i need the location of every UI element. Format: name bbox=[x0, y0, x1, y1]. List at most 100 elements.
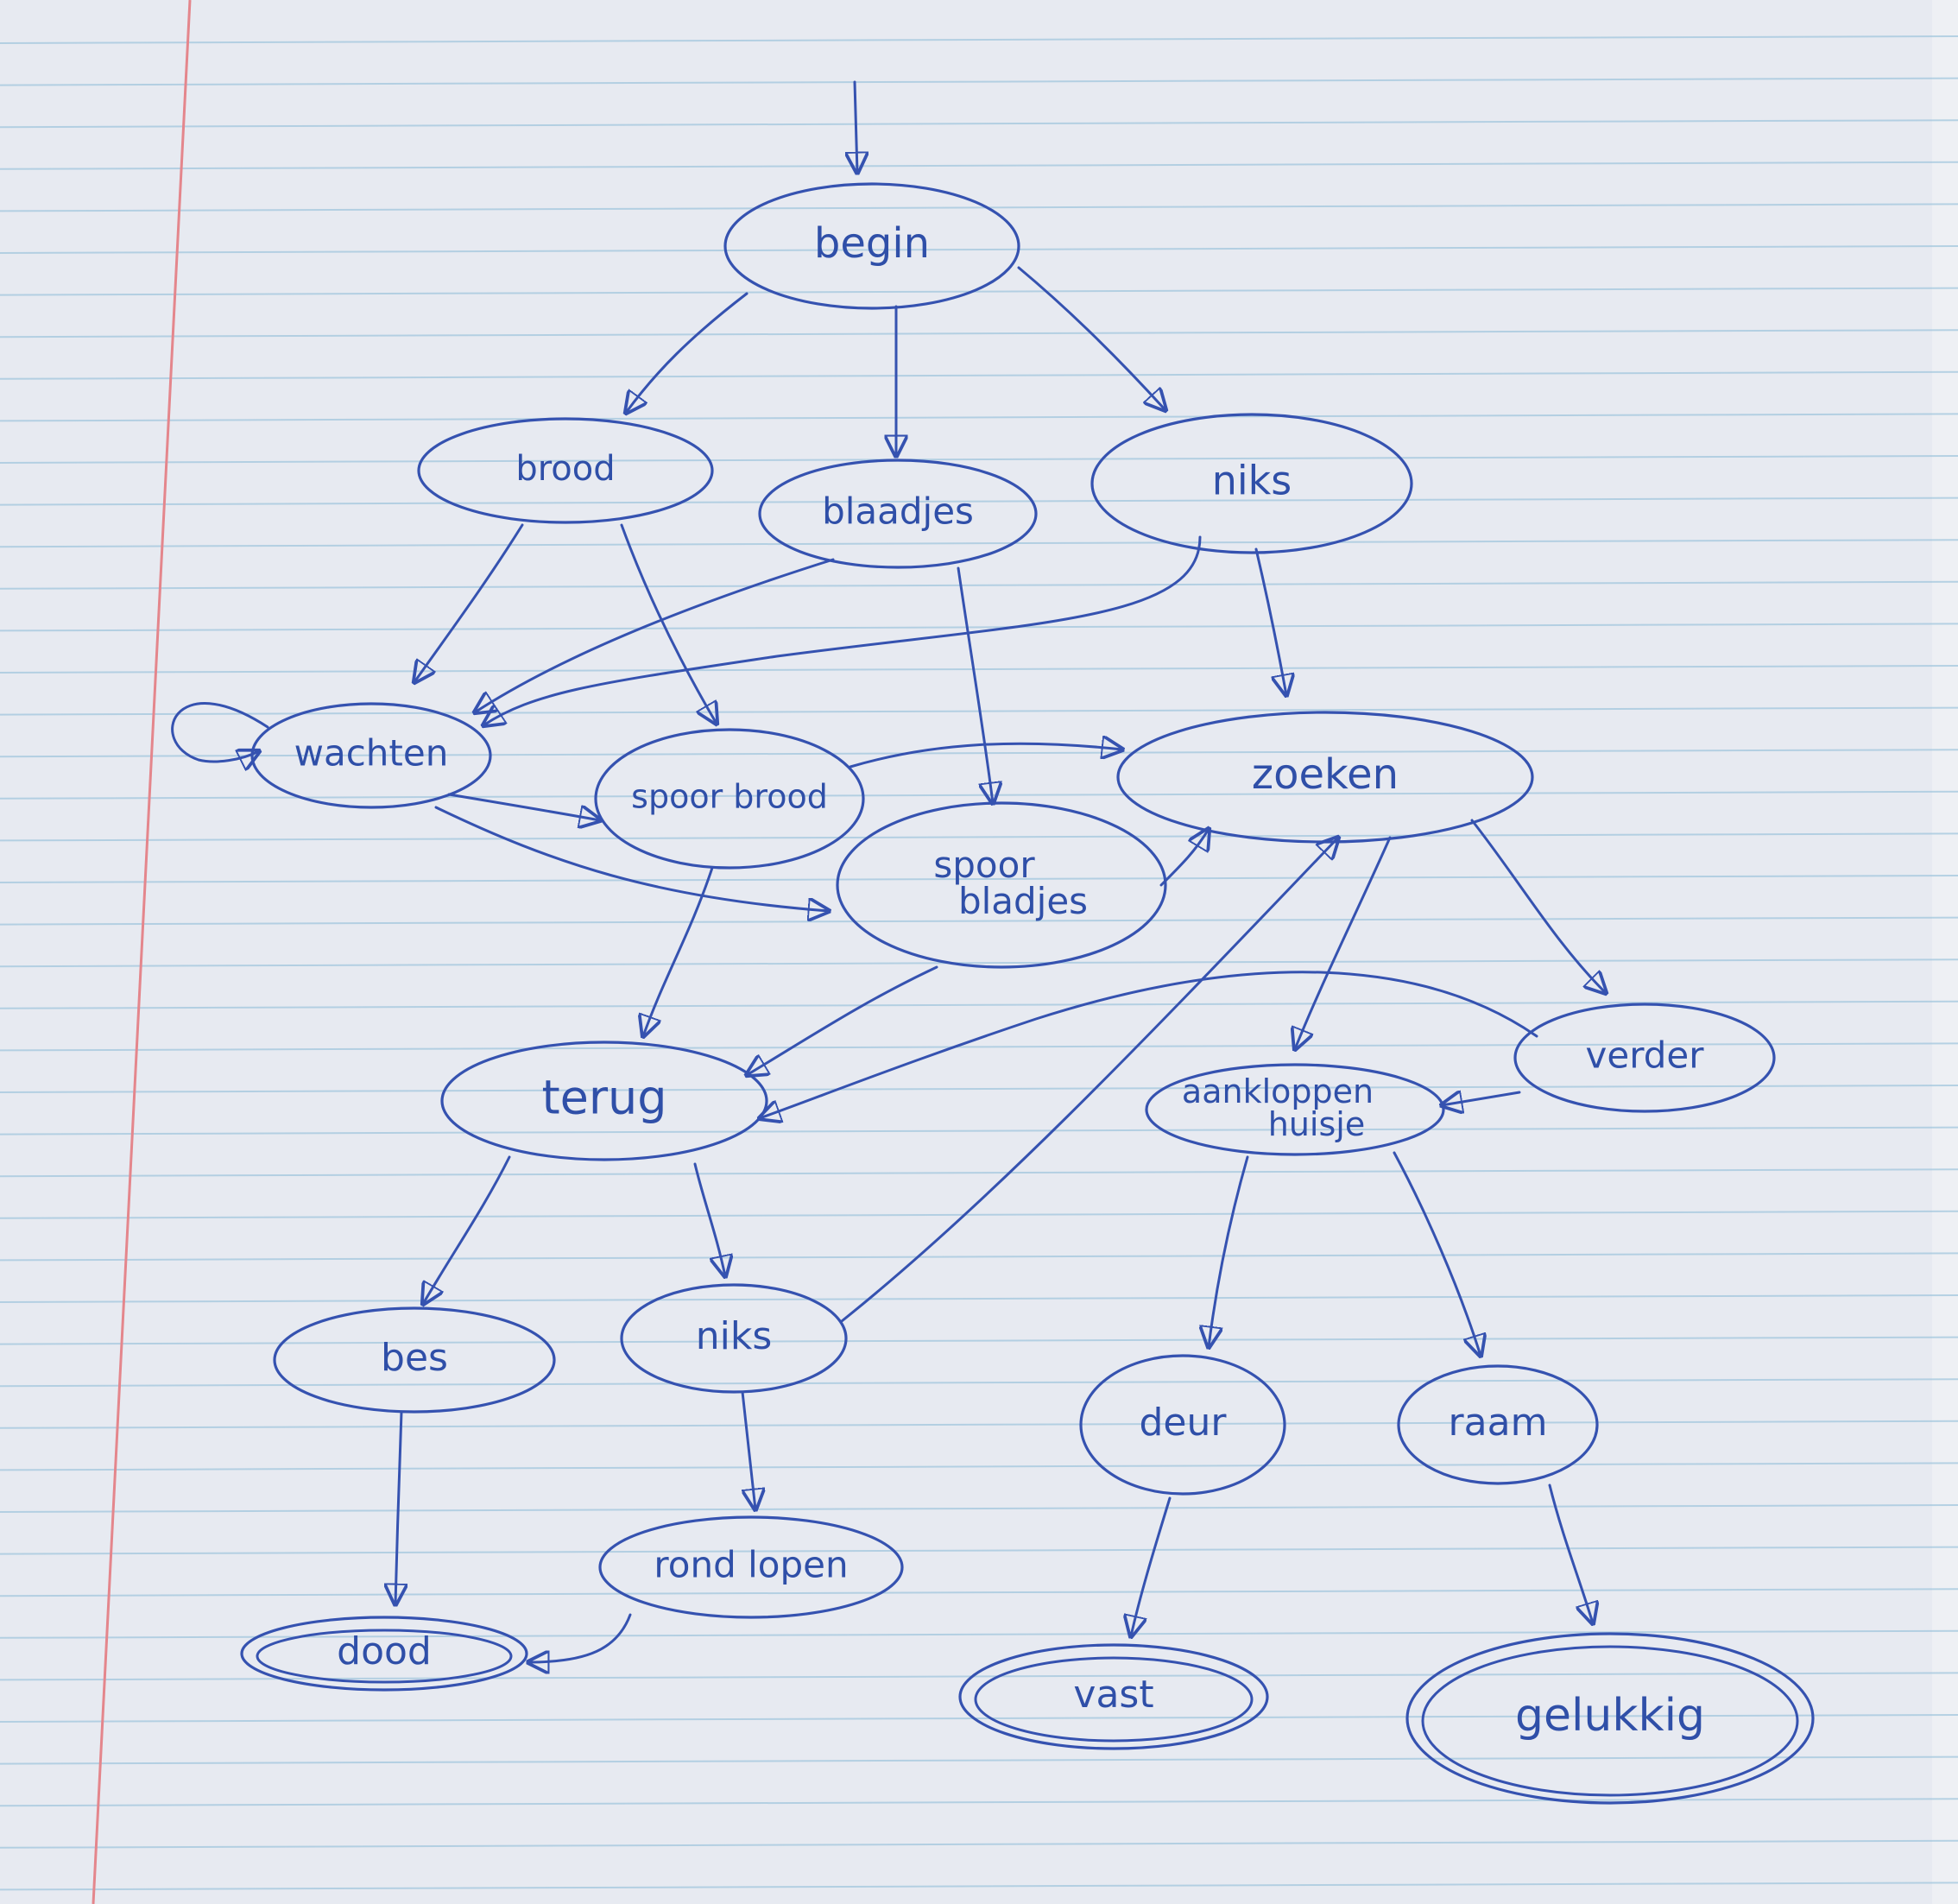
node-begin: begin bbox=[723, 182, 1020, 310]
edge-start-begin bbox=[855, 80, 857, 173]
ruled-line bbox=[0, 1504, 1958, 1513]
node-niks2: niks bbox=[620, 1283, 848, 1394]
edge-niks1-zoeken bbox=[1254, 547, 1286, 695]
ruled-line bbox=[0, 1168, 1958, 1178]
ruled-line bbox=[0, 958, 1958, 968]
node-blaadjes: blaadjes bbox=[758, 459, 1038, 569]
edge-zoeken-aankloppen bbox=[1295, 836, 1392, 1049]
edge-wachten-wachten bbox=[171, 702, 269, 762]
node-label: brood bbox=[515, 449, 615, 489]
node-zoeken: zoeken bbox=[1116, 711, 1534, 844]
node-brood: brood bbox=[417, 417, 714, 524]
ruled-line bbox=[0, 1546, 1958, 1555]
edge-terug-niks2 bbox=[693, 1162, 725, 1276]
node-dood: dood bbox=[240, 1616, 528, 1692]
edge-spoorbladjes-terug bbox=[747, 965, 938, 1075]
edge-verder-aankloppen bbox=[1442, 1092, 1521, 1105]
edge-brood-wachten bbox=[414, 523, 524, 682]
node-label: wachten bbox=[294, 732, 449, 775]
node-label: terug bbox=[541, 1071, 666, 1125]
final-state-ring bbox=[974, 1656, 1254, 1743]
ruled-line bbox=[0, 287, 1958, 296]
ruled-line bbox=[0, 455, 1958, 464]
edge-bes-dood bbox=[395, 1410, 401, 1604]
node-label: begin bbox=[814, 219, 930, 268]
ruled-line bbox=[0, 1336, 1958, 1345]
node-label: gelukkig bbox=[1515, 1690, 1705, 1742]
node-ellipse bbox=[1090, 413, 1413, 554]
ruled-line bbox=[0, 623, 1958, 632]
ruled-line bbox=[0, 1629, 1958, 1639]
node-ellipse bbox=[1116, 711, 1534, 844]
node-label: bes bbox=[381, 1336, 448, 1380]
node-label: dood bbox=[337, 1629, 432, 1673]
ruled-line bbox=[0, 1588, 1958, 1597]
ruled-line bbox=[0, 749, 1958, 758]
node-terug: terug bbox=[440, 1041, 768, 1161]
ruled-line bbox=[0, 1798, 1958, 1807]
ruled-lines bbox=[0, 35, 1958, 1891]
ruled-line bbox=[0, 916, 1958, 926]
node-ellipse bbox=[1405, 1632, 1815, 1805]
node-ellipse bbox=[273, 1306, 556, 1414]
node-deur: deur bbox=[1079, 1354, 1286, 1496]
node-gelukkig: gelukkig bbox=[1405, 1632, 1815, 1805]
node-ellipse bbox=[417, 417, 714, 524]
ruled-line bbox=[0, 1714, 1958, 1723]
ruled-line bbox=[0, 1462, 1958, 1471]
node-ellipse bbox=[620, 1283, 848, 1394]
node-ellipse bbox=[836, 801, 1167, 969]
ruled-line bbox=[0, 1000, 1958, 1009]
ruled-line bbox=[0, 1085, 1958, 1093]
edge-rondlopen-dood bbox=[528, 1613, 632, 1662]
edge-zoeken-verder bbox=[1470, 819, 1606, 993]
edge-wachten-spoorbladjes bbox=[434, 806, 829, 911]
node-label: verder bbox=[1586, 1034, 1705, 1077]
edge-niks2-zoeken bbox=[840, 838, 1338, 1323]
ruled-line bbox=[0, 832, 1958, 842]
node-verder: verder bbox=[1513, 1003, 1776, 1113]
ruled-line bbox=[0, 1755, 1958, 1765]
edge-niks1-wachten bbox=[483, 535, 1202, 725]
edge-verder-terug bbox=[760, 971, 1538, 1118]
ruled-line bbox=[0, 370, 1958, 380]
node-ellipse bbox=[598, 1515, 904, 1619]
node-ellipse bbox=[723, 182, 1020, 310]
node-ellipse bbox=[958, 1643, 1269, 1750]
node-label: vast bbox=[1073, 1673, 1153, 1717]
edge-blaadjes-spoorbladjes bbox=[957, 566, 993, 803]
node-label: niks bbox=[1212, 458, 1292, 504]
node-vast: vast bbox=[958, 1643, 1269, 1750]
ruled-line bbox=[0, 161, 1958, 170]
edge-brood-spoorbrood bbox=[620, 523, 717, 724]
node-ellipse bbox=[1513, 1003, 1776, 1113]
final-state-ring bbox=[256, 1629, 513, 1684]
node-raam: raam bbox=[1397, 1364, 1599, 1485]
edge-deur-vast bbox=[1131, 1496, 1172, 1636]
ruled-line bbox=[0, 875, 1958, 883]
ruled-line bbox=[0, 497, 1958, 506]
ruled-line bbox=[0, 1294, 1958, 1303]
node-ellipse bbox=[758, 459, 1038, 569]
ruled-line bbox=[0, 665, 1958, 674]
ruled-line bbox=[0, 245, 1958, 254]
node-label: zoeken bbox=[1252, 750, 1399, 799]
ruled-line bbox=[0, 1126, 1958, 1135]
diagram-edges bbox=[171, 80, 1606, 1662]
node-label: niks bbox=[696, 1314, 773, 1358]
edge-begin-niks1 bbox=[1017, 266, 1165, 410]
node-niks1: niks bbox=[1090, 413, 1413, 554]
edge-raam-gelukkig bbox=[1548, 1483, 1593, 1623]
ruled-line bbox=[0, 1420, 1958, 1429]
ruled-line bbox=[0, 35, 1958, 44]
paper-right-edge bbox=[1932, 0, 1958, 1904]
node-label: rond lopen bbox=[654, 1544, 848, 1586]
node-label: deur bbox=[1140, 1401, 1228, 1445]
ruled-line bbox=[0, 119, 1958, 129]
